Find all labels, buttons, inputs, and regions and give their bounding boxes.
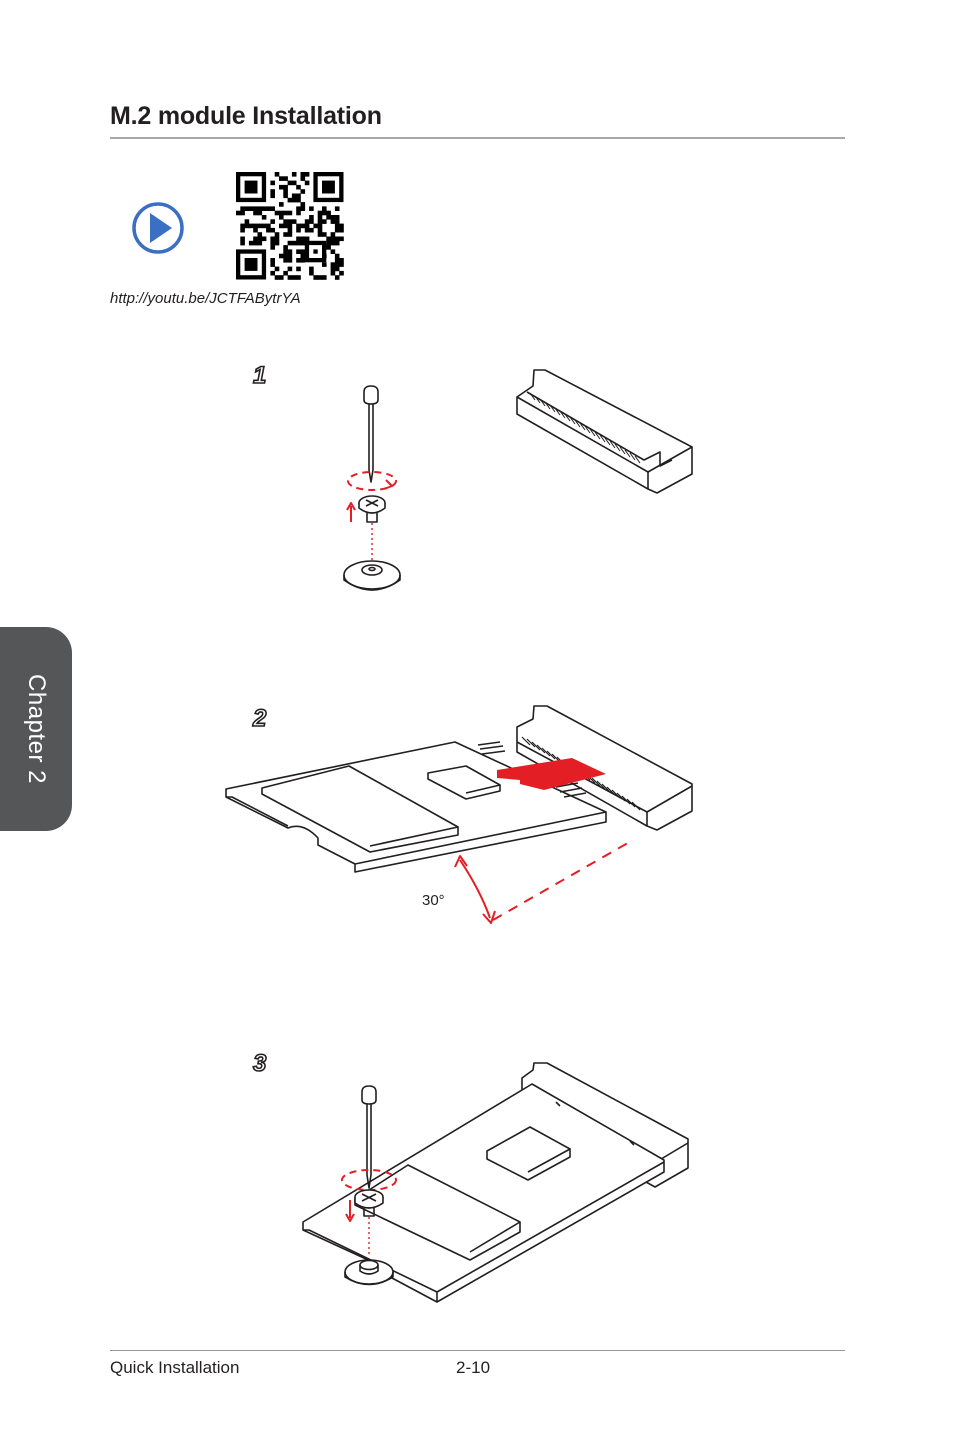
screw-icon	[358, 495, 386, 523]
m2-slot-icon	[516, 705, 693, 831]
step-number-2: 2	[252, 704, 267, 733]
m2-module-icon	[302, 1083, 665, 1303]
title-divider	[110, 137, 845, 139]
standoff-icon	[343, 560, 401, 591]
page-title: M.2 module Installation	[110, 102, 382, 130]
screwdriver-icon	[361, 1085, 377, 1189]
standoff-icon	[344, 1259, 394, 1286]
footer-divider	[110, 1350, 845, 1351]
screwdriver-icon	[363, 385, 379, 483]
m2-slot-icon	[516, 369, 693, 494]
chapter-tab: Chapter 2	[0, 627, 72, 831]
footer-page-number: 2-10	[456, 1358, 491, 1377]
footer-section-title: Quick Installation	[110, 1358, 240, 1377]
step-number-1: 1	[252, 361, 267, 390]
angle-label: 30°	[422, 892, 445, 909]
step-number-3: 3	[252, 1049, 267, 1078]
screw-icon	[354, 1189, 384, 1217]
video-link[interactable]: http://youtu.be/JCTFABytrYA	[110, 290, 301, 307]
